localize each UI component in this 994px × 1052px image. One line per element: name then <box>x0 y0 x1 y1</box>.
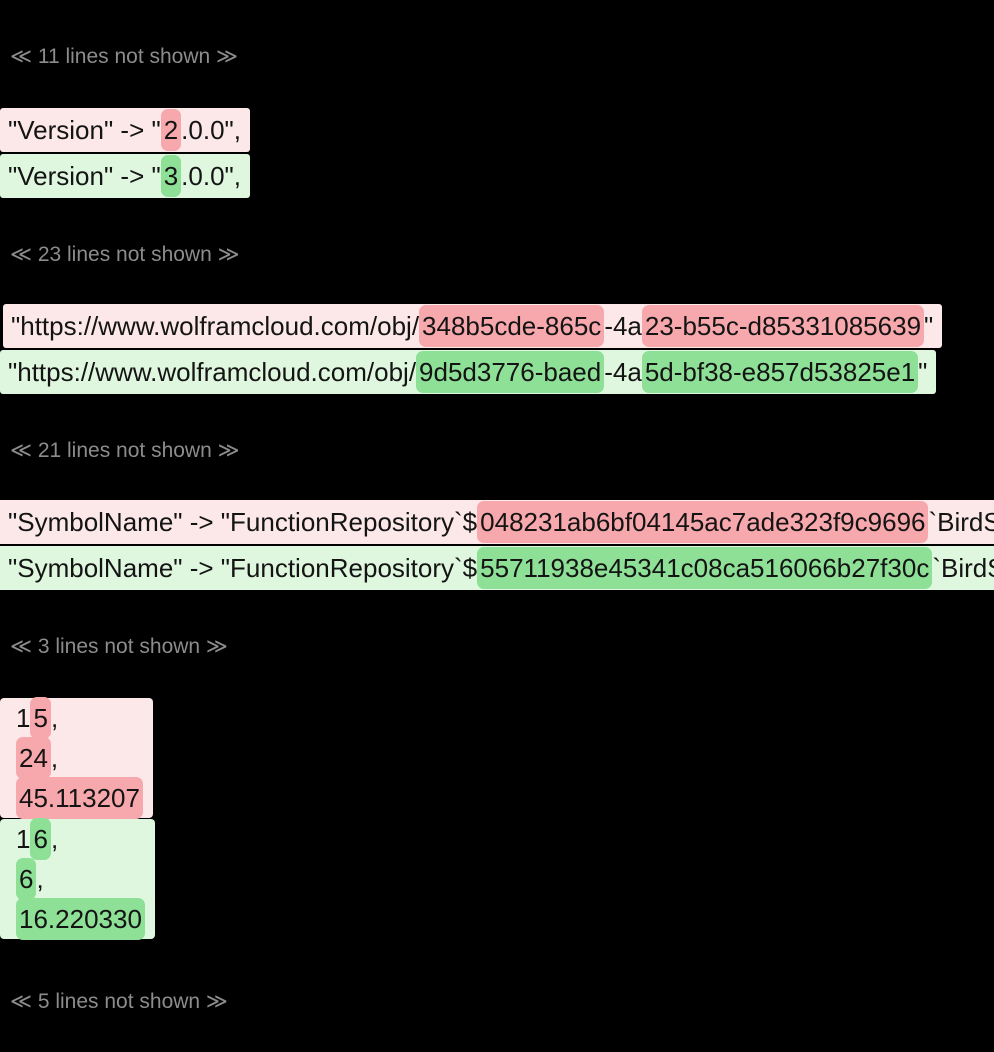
diff-text: "https://www.wolframcloud.com/obj/ <box>8 357 417 387</box>
diff-line: "Version" -> "2.0.0", <box>0 108 250 152</box>
hidden-lines-label: ≪ 3 lines not shown ≫ <box>10 635 228 658</box>
diff-changed-text: 16.220330 <box>16 898 145 940</box>
diff-line: "SymbolName" -> "FunctionRepository`$048… <box>0 500 994 544</box>
diff-changed-text: 3 <box>160 155 182 197</box>
hidden-lines-label: ≪ 5 lines not shown ≫ <box>10 990 228 1013</box>
diff-text: , <box>50 703 59 733</box>
diff-line: 6, <box>0 858 155 900</box>
diff-line: "https://www.wolframcloud.com/obj/9d5d37… <box>0 350 936 394</box>
diff-new-block: "Version" -> "3.0.0", <box>0 154 250 198</box>
diff-line: "SymbolName" -> "FunctionRepository`$557… <box>0 546 994 590</box>
diff-text: 1 <box>16 703 31 733</box>
diff-line: 16.220330 <box>0 898 155 940</box>
diff-old-block: "https://www.wolframcloud.com/obj/348b5c… <box>3 304 943 348</box>
diff-hunk-version: "Version" -> "2.0.0","Version" -> "3.0.0… <box>0 108 994 198</box>
diff-new-block: "https://www.wolframcloud.com/obj/9d5d37… <box>0 350 937 394</box>
diff-line: 45.113207 <box>0 777 153 819</box>
hidden-lines-label: ≪ 11 lines not shown ≫ <box>10 45 239 68</box>
hidden-lines-label: ≪ 21 lines not shown ≫ <box>10 439 240 462</box>
diff-text: -4a <box>604 357 642 387</box>
diff-changed-text: 24 <box>16 737 51 779</box>
diff-text: .0.0", <box>181 115 241 145</box>
diff-text: `BirdSay", <box>928 507 994 537</box>
diff-text: "Version" -> " <box>8 161 161 191</box>
diff-text: `BirdSay", <box>932 553 994 583</box>
diff-changed-text: 23-b55c-d85331085639 <box>641 305 925 347</box>
hidden-lines-label: ≪ 23 lines not shown ≫ <box>10 243 240 266</box>
diff-changed-text: 9d5d3776-baed <box>416 351 605 393</box>
diff-text: , <box>50 824 59 854</box>
diff-hunk-symbol-name: "SymbolName" -> "FunctionRepository`$048… <box>0 500 994 590</box>
diff-changed-text: 5 <box>30 697 51 739</box>
diff-text: "Version" -> " <box>8 115 161 145</box>
diff-changed-text: 348b5cde-865c <box>419 305 605 347</box>
diff-text: "https://www.wolframcloud.com/obj/ <box>11 311 420 341</box>
diff-hunk-cloud-url: "https://www.wolframcloud.com/obj/348b5c… <box>0 304 994 394</box>
diff-changed-text: 55711938e45341c08ca516066b27f30c <box>477 547 933 589</box>
diff-old-block: "Version" -> "2.0.0", <box>0 108 250 152</box>
diff-line: "https://www.wolframcloud.com/obj/348b5c… <box>3 304 942 348</box>
diff-text: "SymbolName" -> "FunctionRepository`$ <box>8 553 478 583</box>
diff-text: , <box>36 864 44 894</box>
diff-changed-text: 6 <box>30 818 51 860</box>
diff-text: -4a <box>604 311 642 341</box>
diff-new-block: "SymbolName" -> "FunctionRepository`$557… <box>0 546 994 590</box>
diff-changed-text: 6 <box>16 858 37 900</box>
diff-text: " <box>924 311 934 341</box>
diff-text: "SymbolName" -> "FunctionRepository`$ <box>8 507 478 537</box>
diff-text: " <box>918 357 928 387</box>
diff-changed-text: 5d-bf38-e857d53825e1 <box>641 351 919 393</box>
diff-changed-text: 45.113207 <box>16 777 143 819</box>
diff-changed-text: 2 <box>160 109 182 151</box>
diff-text: 1 <box>16 824 31 854</box>
diff-changed-text: 048231ab6bf04145ac7ade323f9c9696 <box>477 501 929 543</box>
diff-text: , <box>50 743 59 773</box>
diff-line: "Version" -> "3.0.0", <box>0 154 250 198</box>
diff-line: 24, <box>0 737 153 779</box>
diff-old-block: "SymbolName" -> "FunctionRepository`$048… <box>0 500 994 544</box>
diff-text: .0.0", <box>181 161 241 191</box>
